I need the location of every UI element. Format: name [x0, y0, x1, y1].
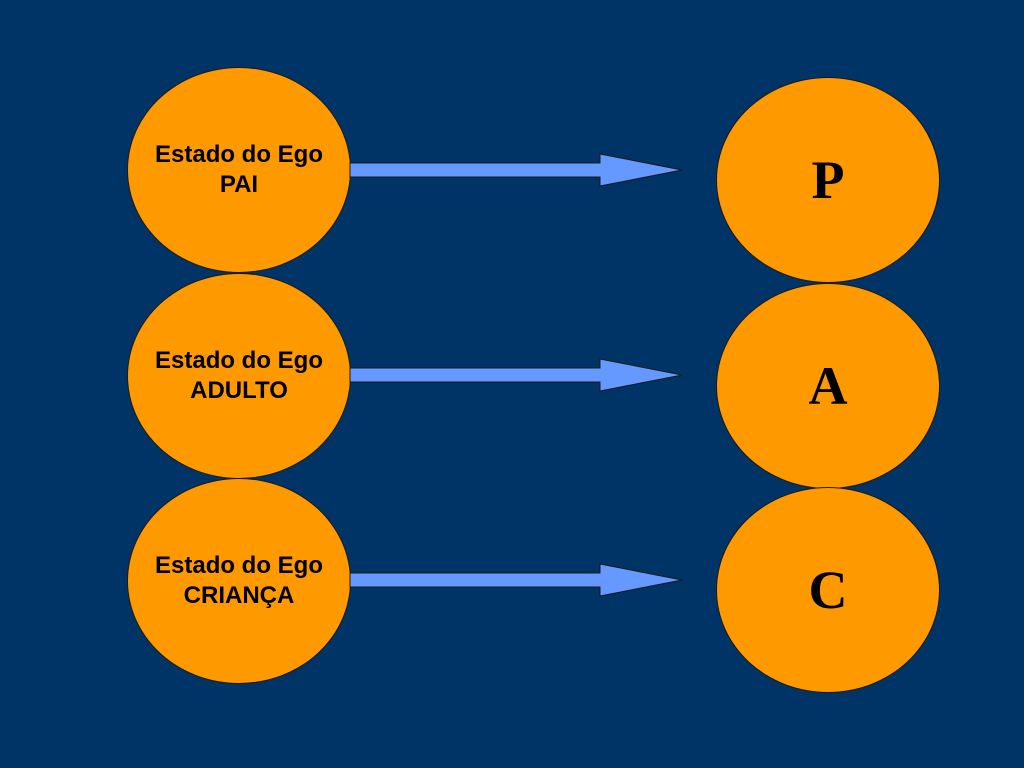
- ego-state-circle-pai: Estado do Ego PAI: [127, 67, 351, 273]
- ego-state-name: ADULTO: [190, 377, 288, 404]
- ego-state-circle-adulto: Estado do Ego ADULTO: [127, 273, 351, 479]
- letter-circle-p: P: [716, 77, 940, 283]
- ego-state-circle-crianca: Estado do Ego CRIANÇA: [127, 478, 351, 684]
- arrow-adulto-to-a: [349, 358, 683, 392]
- letter-p: P: [811, 150, 845, 210]
- ego-state-name: PAI: [219, 171, 259, 198]
- letter-a: A: [808, 356, 848, 416]
- ego-state-title: Estado do Ego: [155, 552, 323, 579]
- ego-state-label-pai: Estado do Ego PAI: [155, 140, 323, 200]
- ego-state-label-adulto: Estado do Ego ADULTO: [155, 346, 323, 406]
- arrow-pai-to-p: [349, 153, 683, 187]
- letter-c: C: [808, 560, 848, 620]
- ego-state-name: CRIANÇA: [183, 582, 295, 609]
- ego-state-title: Estado do Ego: [155, 347, 323, 374]
- letter-circle-a: A: [716, 283, 940, 489]
- letter-circle-c: C: [716, 487, 940, 693]
- ego-state-title: Estado do Ego: [155, 141, 323, 168]
- arrow-crianca-to-c: [349, 563, 683, 597]
- ego-state-label-crianca: Estado do Ego CRIANÇA: [155, 551, 323, 611]
